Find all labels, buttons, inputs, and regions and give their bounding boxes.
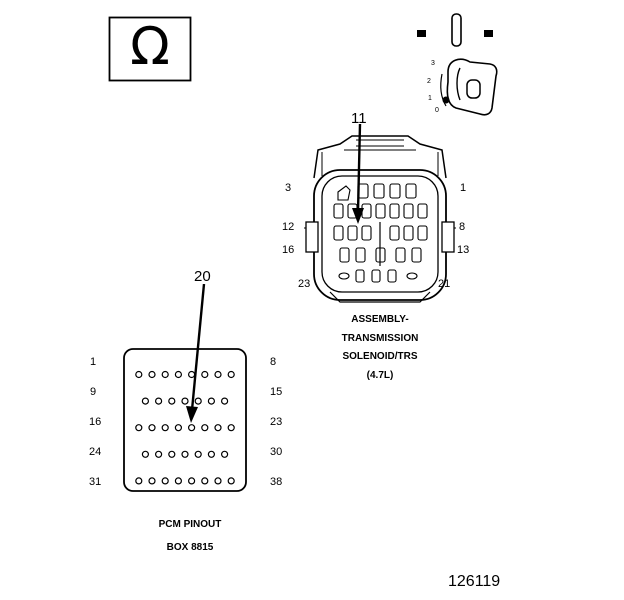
ignition-position-label: 0 xyxy=(435,107,439,114)
pcm-pin xyxy=(220,397,229,405)
pcm-row-right-label: 23 xyxy=(270,416,283,428)
trs-caption: SOLENOID/TRS xyxy=(342,351,418,362)
pcm-pin-grid xyxy=(135,370,235,485)
pcm-pin xyxy=(161,424,169,432)
pcm-pin xyxy=(148,370,156,379)
pcm-pin xyxy=(174,424,183,432)
trs-caption: (4.7L) xyxy=(366,370,394,381)
pcm-pin xyxy=(227,370,235,379)
pcm-pin xyxy=(220,450,229,458)
pcm-pin xyxy=(174,477,183,485)
pcm-pin xyxy=(174,370,183,379)
trs-callout-number: 11 xyxy=(351,110,367,127)
trs-pin-label: 1 xyxy=(460,182,467,194)
pcm-pin xyxy=(207,450,216,458)
pcm-pin xyxy=(201,477,209,485)
pcm-pin xyxy=(148,477,156,485)
ohmmeter-symbol-box xyxy=(108,16,192,82)
pcm-row-right-label: 8 xyxy=(270,356,277,368)
pcm-pin xyxy=(227,477,235,485)
trs-caption: ASSEMBLY- xyxy=(351,314,409,325)
pcm-pin xyxy=(227,424,235,432)
pcm-pin xyxy=(194,450,202,458)
pcm-pin xyxy=(141,397,149,405)
pcm-pin xyxy=(181,397,189,405)
trs-cavities xyxy=(333,183,428,283)
trs-pin-label: 12 xyxy=(282,221,295,233)
pcm-callout-number: 20 xyxy=(194,268,211,285)
pcm-caption: PCM PINOUT xyxy=(158,519,222,530)
pcm-row-right-label: 15 xyxy=(270,386,283,398)
pcm-connector xyxy=(123,348,247,492)
pcm-row-left-label: 31 xyxy=(89,476,102,488)
pcm-pin xyxy=(214,370,222,379)
ignition-position-label: 1 xyxy=(428,95,432,102)
trs-pin-label: 3 xyxy=(285,182,292,194)
pcm-pin xyxy=(135,370,143,379)
pcm-row-left-label: 16 xyxy=(89,416,102,428)
trs-pin-label: 8 xyxy=(459,221,466,233)
pcm-row-left-label: 24 xyxy=(89,446,102,458)
trs-pin-label: 16 xyxy=(282,244,295,256)
pcm-pin xyxy=(187,477,196,485)
pcm-pin xyxy=(161,477,169,485)
pcm-row-left-label: 9 xyxy=(90,386,97,398)
pcm-pin xyxy=(168,450,176,458)
pcm-pin xyxy=(135,477,143,485)
pcm-pin xyxy=(154,397,163,405)
ohm-symbol: Ω xyxy=(130,17,170,77)
trs-pin-label: 23 xyxy=(298,278,311,290)
pcm-pin xyxy=(201,370,209,379)
pcm-pin xyxy=(194,397,202,405)
pcm-pin xyxy=(187,424,196,432)
figure-number: 126119 xyxy=(448,573,501,590)
pcm-pin xyxy=(214,424,222,432)
pcm-caption: BOX 8815 xyxy=(166,542,214,553)
pcm-pin xyxy=(168,397,176,405)
trs-caption: TRANSMISSION xyxy=(341,333,419,344)
pcm-pin xyxy=(201,424,209,432)
pcm-pin xyxy=(207,397,216,405)
pcm-pin xyxy=(148,424,156,432)
trs-connector xyxy=(304,135,456,303)
trs-pin-label: 13 xyxy=(457,244,470,256)
ignition-switch-icon xyxy=(417,13,498,116)
pcm-pin xyxy=(154,450,163,458)
pcm-pin xyxy=(181,450,189,458)
ignition-position-label: 2 xyxy=(427,78,431,85)
trs-pin-label: 21 xyxy=(438,278,451,290)
ignition-position-label: 3 xyxy=(431,60,435,67)
pcm-row-right-label: 30 xyxy=(270,446,283,458)
pcm-pin xyxy=(141,450,149,458)
pcm-callout-arrow xyxy=(186,284,206,423)
pcm-row-left-label: 1 xyxy=(90,356,97,368)
pcm-pin xyxy=(214,477,222,485)
pcm-pin xyxy=(161,370,169,379)
pcm-row-right-label: 38 xyxy=(270,476,283,488)
trs-callout-arrow xyxy=(352,124,364,224)
pcm-pin xyxy=(135,424,143,432)
